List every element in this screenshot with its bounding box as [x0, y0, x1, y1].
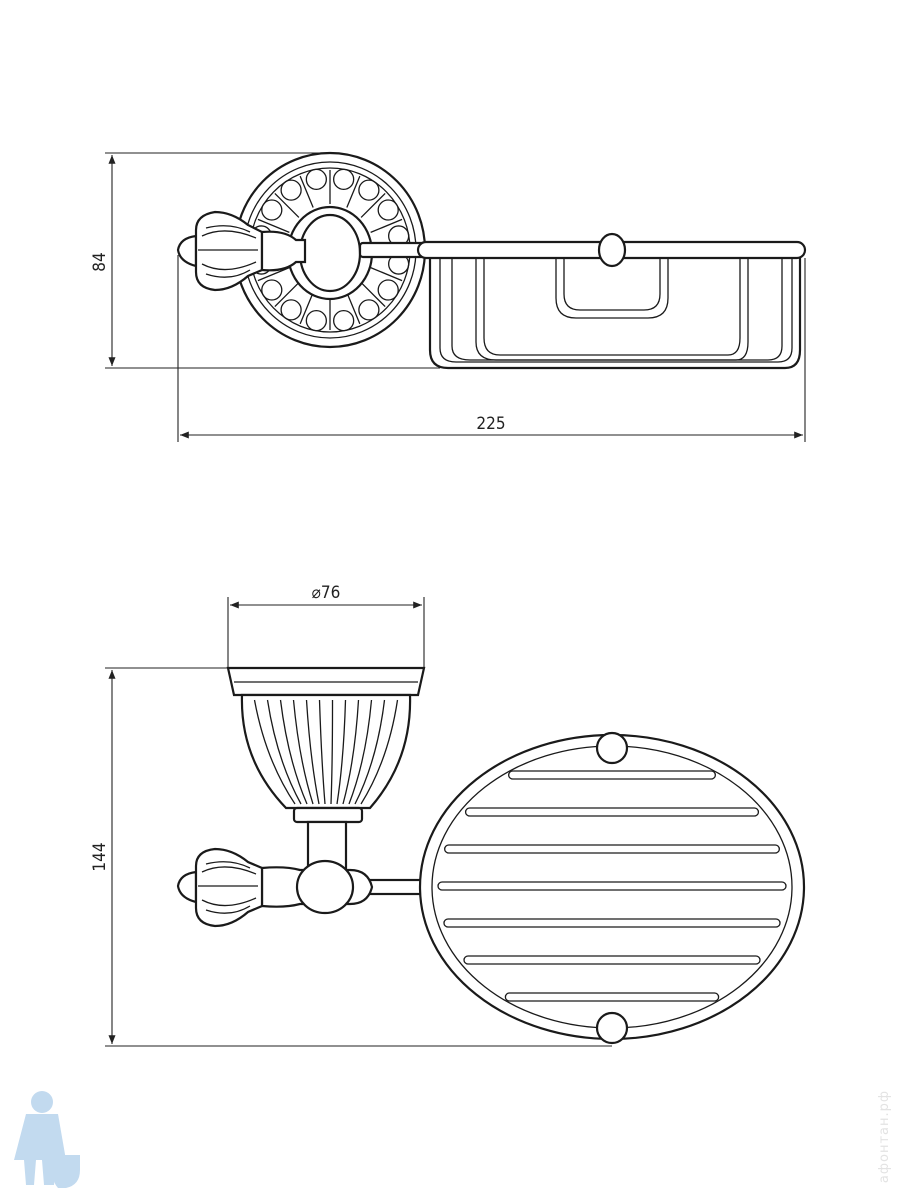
petal: [377, 279, 399, 301]
petal: [305, 309, 327, 332]
cup-flute: [354, 699, 386, 805]
petal-line: [299, 292, 314, 325]
petal: [261, 199, 283, 221]
decorative-knob-front: [176, 847, 264, 928]
cup-flute: [266, 699, 302, 805]
decorative-knob-top: [176, 210, 307, 292]
petal-line: [360, 282, 386, 308]
cup-flute: [348, 699, 373, 805]
petal-line: [346, 175, 361, 208]
petal-line: [274, 192, 300, 218]
petal: [280, 299, 302, 321]
petal-line: [360, 192, 386, 218]
cup-flute: [318, 699, 326, 805]
cup-flute: [292, 699, 314, 805]
wall-mount-hub: [260, 859, 374, 915]
soap-basket-top: [416, 232, 807, 370]
cup-flute: [305, 699, 320, 805]
top-view: 84 225: [90, 151, 807, 442]
dimension-label-diameter-76: ⌀76: [312, 583, 341, 603]
basket-bar: [464, 807, 760, 817]
basket-bar: [437, 881, 787, 891]
basket-bar: [504, 992, 720, 1002]
cup-flute: [279, 699, 308, 805]
soap-basket-front: [418, 731, 806, 1045]
dimension-225: 225: [177, 255, 806, 442]
watermark-text: афонтан.рф: [877, 1090, 892, 1184]
dimension-84: 84: [90, 152, 440, 369]
petal: [333, 168, 355, 191]
petal-line: [257, 267, 290, 282]
petal-line: [346, 292, 361, 325]
petal: [261, 279, 283, 301]
basket-bar: [443, 918, 781, 928]
petal-line: [257, 218, 290, 233]
cup-holder: [226, 666, 426, 872]
cup-flute: [336, 699, 347, 805]
petal: [333, 309, 355, 332]
front-view: ⌀76 144: [90, 583, 806, 1047]
petal: [377, 199, 399, 221]
petal: [358, 179, 380, 201]
dimension-label-225: 225: [476, 414, 505, 434]
dimension-144: 144: [90, 667, 612, 1047]
basket-bar: [463, 955, 761, 965]
cup-flute: [342, 699, 360, 805]
petal: [305, 168, 327, 191]
cup-flute: [360, 699, 399, 805]
basket-bar: [444, 844, 780, 854]
petal: [280, 179, 302, 201]
petal-line: [274, 282, 300, 308]
basket-bar: [508, 770, 716, 780]
dimension-label-84: 84: [90, 252, 110, 271]
dimension-diameter-76: ⌀76: [227, 583, 425, 668]
petal-line: [370, 267, 403, 282]
petal: [358, 299, 380, 321]
petal-line: [299, 175, 314, 208]
cup-flute: [330, 699, 334, 805]
petal-line: [370, 218, 403, 233]
cup-flute: [253, 699, 296, 805]
dimension-label-144: 144: [90, 842, 110, 871]
plumber-logo-watermark: [14, 1091, 80, 1188]
